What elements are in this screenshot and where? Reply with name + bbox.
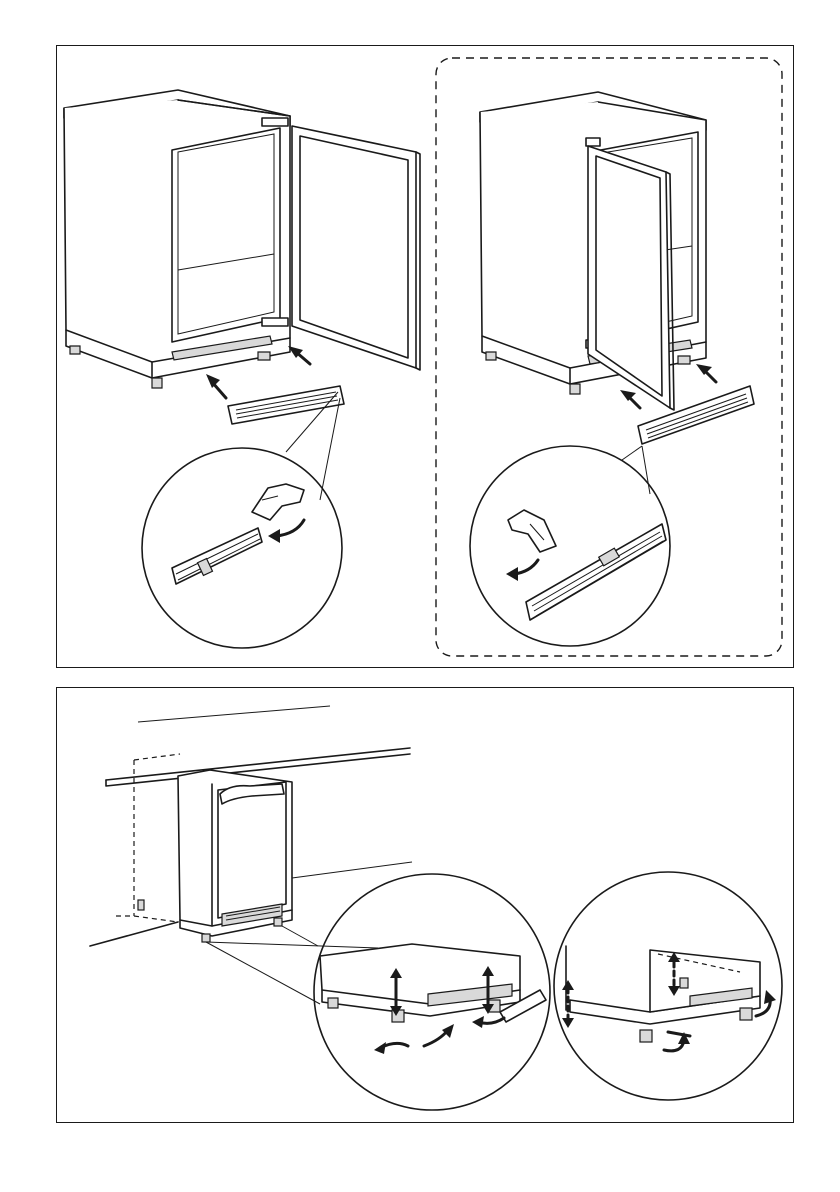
feet-detail-circle-middle <box>314 874 550 1110</box>
grille-detail-circle-left <box>142 392 342 648</box>
cabinet-open-door-left <box>64 90 420 424</box>
cabinet-open-door-right <box>480 92 754 444</box>
feet-detail-circle-right <box>554 872 782 1100</box>
grille-detail-circle-right <box>470 446 670 646</box>
